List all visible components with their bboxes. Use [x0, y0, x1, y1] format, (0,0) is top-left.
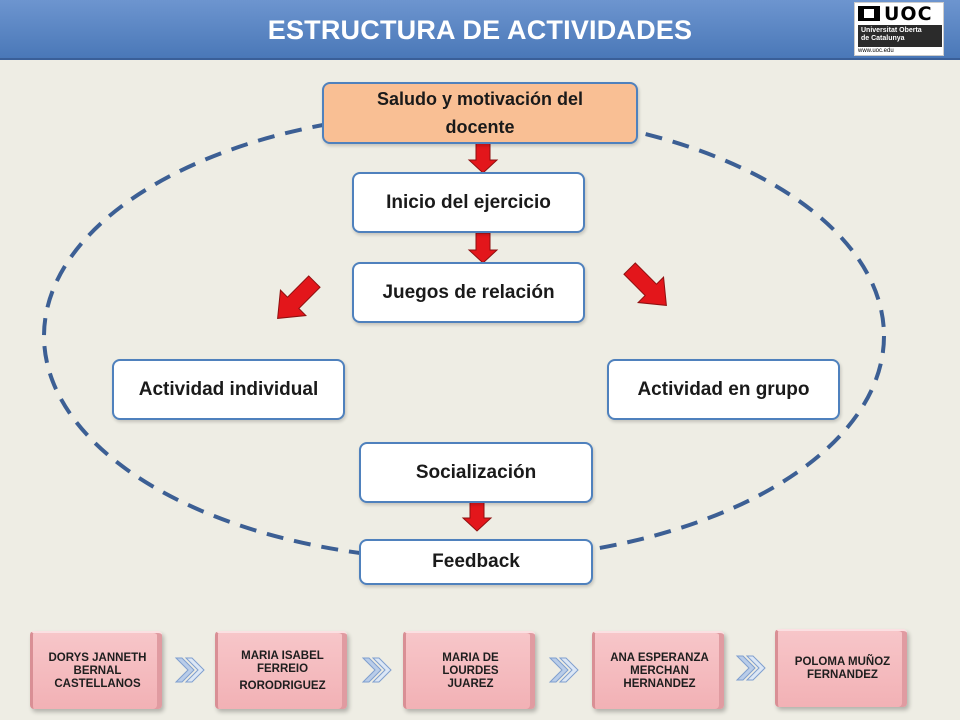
chevron-right-icon	[735, 655, 766, 681]
team-member-2: MARIA ISABEL FERREIO RORODRIGUEZ	[215, 631, 347, 709]
team-member-line: JUAREZ	[447, 677, 494, 690]
node-actividad-grupo: Actividad en grupo	[607, 359, 840, 420]
arrow-down-1-icon	[467, 142, 499, 174]
chevron-right-icon	[548, 657, 579, 683]
page-title: ESTRUCTURA DE ACTIVIDADES	[267, 15, 693, 45]
team-member-line: HERNANDEZ	[623, 677, 696, 690]
team-member-line: ANA ESPERANZA	[610, 651, 709, 664]
team-member-line: FERREIO	[256, 662, 309, 675]
team-member-line: MARIA ISABEL	[241, 649, 324, 662]
team-member-1: DORYS JANNETH BERNAL CASTELLANOS	[30, 631, 162, 709]
team-member-4: ANA ESPERANZA MERCHAN HERNANDEZ	[592, 631, 724, 709]
team-member-line: BERNAL	[73, 664, 122, 677]
team-member-line: DORYS JANNETH	[48, 651, 147, 664]
logo-name: UOC	[884, 3, 933, 25]
team-member-line: POLOMA MUÑOZ	[794, 656, 891, 668]
team-member-line: LOURDES	[442, 664, 499, 677]
node-saludo-docente: Saludo y motivación del docente	[322, 82, 638, 144]
node-socializacion: Socialización	[359, 442, 593, 503]
team-member-line: FERNANDEZ	[807, 669, 878, 681]
team-member-line: MERCHAN	[630, 664, 689, 677]
team-member-line: MARIA DE	[442, 651, 499, 664]
node-feedback: Feedback	[359, 539, 593, 585]
logo-band: Universitat Oberta de Catalunya	[858, 25, 942, 47]
team-member-line: CASTELLANOS	[54, 677, 141, 690]
arrow-down-3-icon	[461, 501, 493, 532]
chevron-right-icon	[361, 657, 392, 683]
logo-line-2: de Catalunya	[861, 35, 905, 42]
arrow-diagonal-right-icon	[623, 262, 667, 306]
logo-url: www.uoc.edu	[858, 48, 894, 54]
node-actividad-individual: Actividad individual	[112, 359, 345, 420]
arrow-down-2-icon	[467, 232, 499, 264]
uoc-logo: UOC Universitat Oberta de Catalunya www.…	[854, 2, 944, 56]
team-member-line: RORODRIGUEZ	[239, 679, 326, 692]
chevron-right-icon	[174, 657, 205, 683]
header-bar: ESTRUCTURA DE ACTIVIDADES UOC Universita…	[0, 0, 960, 60]
team-member-3: MARIA DE LOURDES JUAREZ	[403, 631, 535, 709]
node-inicio-ejercicio: Inicio del ejercicio	[352, 172, 585, 233]
node-juegos-relacion: Juegos de relación	[352, 262, 585, 323]
arrow-diagonal-left-icon	[277, 275, 321, 319]
uoc-logo-mark-icon	[858, 6, 880, 21]
logo-line-1: Universitat Oberta	[861, 27, 922, 34]
team-member-5: POLOMA MUÑOZ FERNANDEZ	[775, 629, 907, 707]
